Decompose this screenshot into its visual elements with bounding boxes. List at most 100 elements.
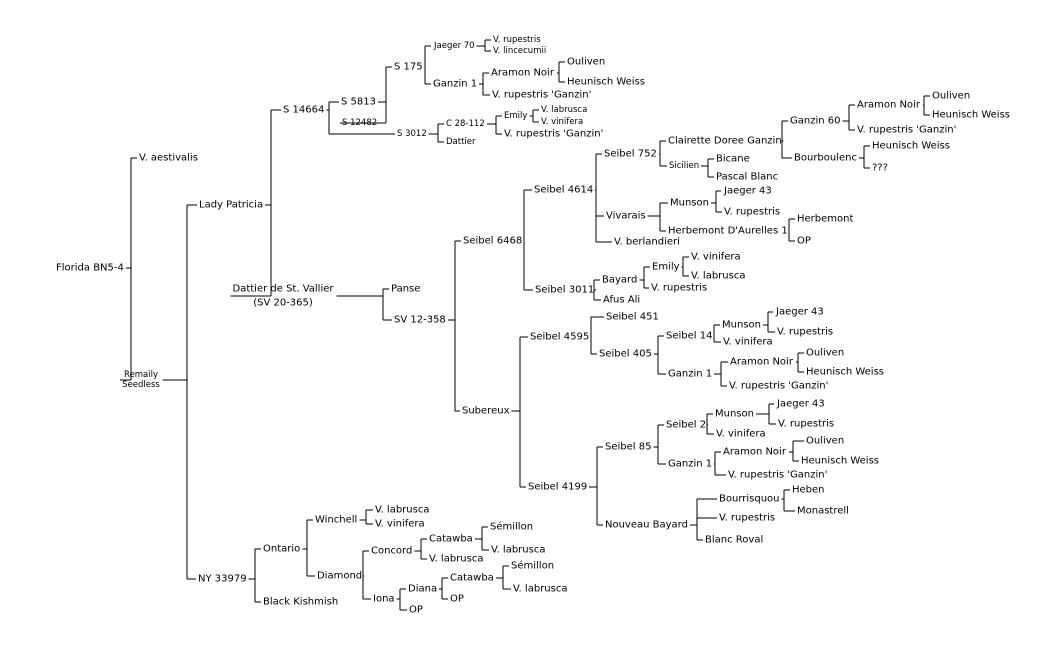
node-v-rupestris-ganzin: V. rupestris 'Ganzin' [504, 129, 603, 140]
node-v-rupestris-ganzin: V. rupestris 'Ganzin' [492, 90, 591, 101]
node-emily: Emily [652, 262, 680, 273]
node-ny-33979: NY 33979 [198, 574, 247, 585]
node-ouliven: Ouliven [806, 436, 844, 447]
node-dattier-de-st-vallier-sv-20-365: Dattier de St. Vallier (SV 20-365) [233, 284, 335, 309]
node-blanc-roval: Blanc Roval [705, 535, 763, 546]
node-seibel-752: Seibel 752 [604, 149, 657, 160]
node-v-labrusca: V. labrusca [429, 554, 483, 565]
node-monastrell: Monastrell [797, 506, 849, 517]
node-jaeger-70: Jaeger 70 [433, 41, 475, 51]
node-v-labrusca: V. labrusca [491, 545, 545, 556]
node-munson: Munson [715, 409, 754, 420]
node-op: OP [450, 594, 464, 605]
node-v-vinifera: V. vinifera [541, 117, 583, 127]
node-bayard: Bayard [602, 275, 637, 286]
node-aramon-noir: Aramon Noir [857, 100, 921, 111]
node-v-aestivalis: V. aestivalis [139, 153, 198, 164]
node-emily: Emily [504, 111, 527, 121]
node-black-kishmish: Black Kishmish [263, 597, 338, 608]
node-v-labrusca: V. labrusca [691, 271, 745, 282]
node-herbemont: Herbemont [797, 214, 853, 225]
node-seibel-3011: Seibel 3011 [535, 285, 594, 296]
node-diamond: Diamond [317, 571, 362, 582]
tree-connectors [120, 39, 930, 611]
node-v-labrusca: V. labrusca [375, 505, 429, 516]
node-v-rupestris-ganzin: V. rupestris 'Ganzin' [729, 381, 828, 392]
node-heunisch-weiss: Heunisch Weiss [567, 77, 645, 88]
node-label-line: (SV 20-365) [253, 298, 313, 309]
node-nouveau-bayard: Nouveau Bayard [605, 520, 688, 531]
node-v-rupestris-ganzin: V. rupestris 'Ganzin' [728, 470, 827, 481]
node-s-14664: S 14664 [283, 105, 324, 116]
node-iona: Iona [373, 594, 395, 605]
node-v-rupestris: V. rupestris [724, 207, 780, 218]
node-s-millon: Sémillon [490, 521, 533, 533]
node-jaeger-43: Jaeger 43 [723, 186, 772, 197]
node-label-line: Seedless [122, 380, 160, 390]
node-v-labrusca: V. labrusca [513, 584, 567, 595]
node-vivarais: Vivarais [606, 211, 646, 222]
node-seibel-6468: Seibel 6468 [463, 236, 522, 247]
node-heunisch-weiss: Heunisch Weiss [806, 367, 884, 378]
node-seibel-14: Seibel 14 [666, 331, 712, 342]
node-seibel-451: Seibel 451 [606, 312, 659, 323]
node-op: OP [797, 236, 811, 247]
node-sv-12-358: SV 12-358 [394, 315, 446, 326]
node-label-line: Dattier de St. Vallier [233, 284, 335, 295]
node-v-rupestris: V. rupestris [493, 35, 541, 45]
node-panse: Panse [391, 284, 420, 295]
node-bicane: Bicane [716, 154, 750, 165]
node-s-millon: Sémillon [511, 560, 554, 572]
node-op: OP [409, 605, 423, 616]
node-s-175: S 175 [394, 62, 423, 73]
node-ouliven: Ouliven [932, 91, 970, 102]
node-jaeger-43: Jaeger 43 [776, 399, 825, 410]
node-ganzin-1: Ganzin 1 [668, 369, 712, 380]
node-herbemont-d-aurelles-1: Herbemont D'Aurelles 1 [668, 226, 788, 237]
node-seibel-85: Seibel 85 [605, 442, 651, 453]
node-seibel-2: Seibel 2 [666, 420, 706, 431]
node-aramon-noir: Aramon Noir [730, 357, 794, 368]
node-heunisch-weiss: Heunisch Weiss [872, 141, 950, 152]
node-v-berlandieri: V. berlandieri [614, 237, 680, 248]
node-subereux: Subereux [462, 406, 510, 417]
node-ganzin-1: Ganzin 1 [433, 79, 477, 90]
node-v-rupestris-ganzin: V. rupestris 'Ganzin' [857, 125, 956, 136]
node-v-vinifera: V. vinifera [691, 252, 741, 263]
node-dattier: Dattier [446, 137, 476, 147]
node-ontario: Ontario [263, 544, 300, 555]
node-heben: Heben [792, 485, 825, 496]
node-sicilien: Sicilien [669, 161, 699, 171]
node-v-rupestris: V. rupestris [777, 327, 833, 338]
node-heunisch-weiss: Heunisch Weiss [932, 110, 1010, 121]
node-seibel-4595: Seibel 4595 [530, 332, 589, 343]
node-winchell: Winchell [315, 515, 357, 526]
node-s-12482: S 12482 [342, 118, 377, 128]
node-florida-bn5-4: Florida BN5-4 [56, 263, 124, 274]
node-lady-patricia: Lady Patricia [199, 200, 263, 211]
node-v-vinifera: V. vinifera [375, 519, 425, 530]
node-ganzin-1: Ganzin 1 [668, 459, 712, 470]
node-clairette-doree-ganzin: Clairette Doree Ganzin [668, 136, 782, 147]
node-aramon-noir: Aramon Noir [491, 68, 555, 79]
node-seibel-4199: Seibel 4199 [528, 482, 587, 493]
node-: ??? [872, 163, 888, 174]
node-ouliven: Ouliven [567, 57, 605, 68]
node-v-rupestris: V. rupestris [651, 283, 707, 294]
node-munson: Munson [670, 198, 709, 209]
node-v-rupestris: V. rupestris [778, 419, 834, 430]
node-afus-ali: Afus Ali [603, 295, 640, 306]
node-seibel-4614: Seibel 4614 [534, 185, 593, 196]
node-jaeger-43: Jaeger 43 [775, 307, 824, 318]
node-label-line: Remaily [124, 370, 158, 380]
node-diana: Diana [408, 584, 437, 595]
node-catawba: Catawba [429, 534, 473, 545]
node-bourboulenc: Bourboulenc [794, 153, 857, 164]
node-ganzin-60: Ganzin 60 [790, 116, 840, 127]
node-seibel-405: Seibel 405 [599, 349, 652, 360]
node-v-vinifera: V. vinifera [723, 337, 773, 348]
node-c-28-112: C 28-112 [446, 119, 485, 129]
